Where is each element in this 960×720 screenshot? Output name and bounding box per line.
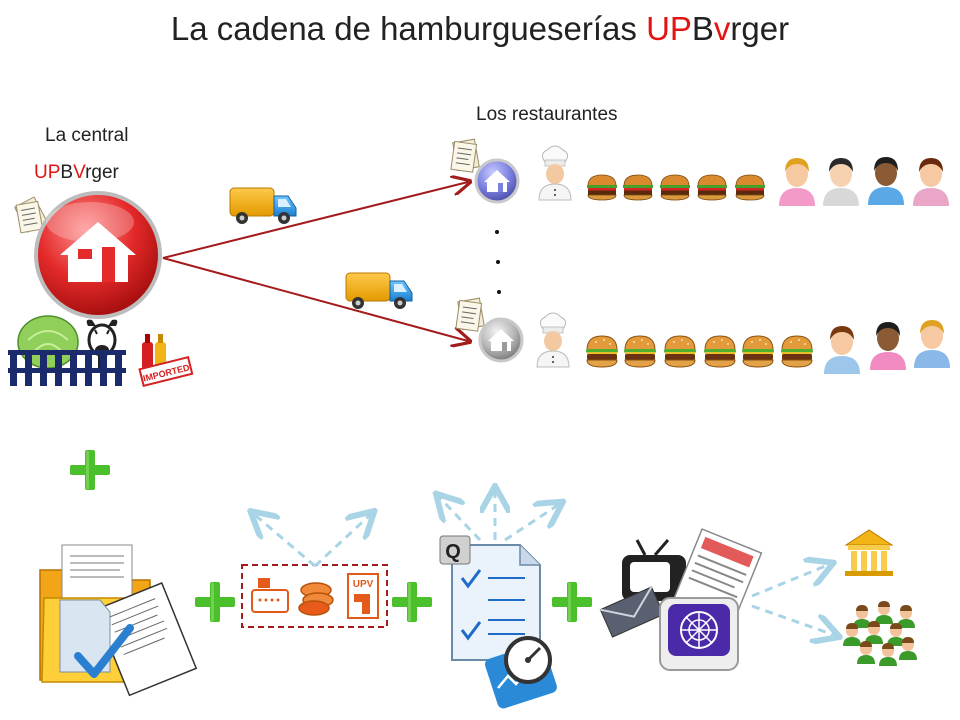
central-label: La central — [45, 125, 129, 146]
bank-icon — [844, 529, 894, 576]
ellipsis-dot — [497, 290, 501, 294]
restaurants-label: Los restaurantes — [476, 104, 618, 125]
burger-icon — [780, 335, 814, 368]
folder-documents-icon — [39, 544, 198, 697]
customer-icon — [913, 158, 949, 206]
dashed-arrow — [751, 565, 828, 598]
burger-icon — [585, 335, 619, 368]
chef-icon — [538, 145, 572, 201]
customer-icon — [823, 158, 859, 206]
gauge-icon — [484, 636, 557, 709]
dashed-arrow — [255, 515, 316, 568]
central-brand-label: UPBVrger — [34, 162, 119, 183]
burger-icon — [696, 174, 728, 201]
burger-icon — [734, 174, 766, 201]
central-house-icon — [34, 191, 162, 319]
plus-icon — [552, 582, 592, 622]
coins-icon — [298, 582, 334, 616]
ellipsis-dot — [496, 260, 500, 264]
supply-arrow-bottom — [162, 257, 468, 341]
plus-icon — [70, 450, 110, 490]
svg-text:UPV: UPV — [353, 579, 374, 590]
web-icon — [659, 597, 739, 671]
burger-icon — [741, 335, 775, 368]
document-icon — [448, 135, 484, 174]
burger-icon — [703, 335, 737, 368]
supply-arrow-top — [162, 182, 468, 259]
burger-icon — [586, 174, 618, 201]
chef-icon — [536, 312, 570, 368]
envelope-icon — [599, 586, 665, 638]
dashed-arrow — [504, 505, 558, 542]
customer-icon — [870, 322, 906, 370]
dashed-arrow — [313, 515, 370, 568]
customer-icon — [868, 157, 904, 205]
plus-icon — [195, 582, 235, 622]
fence-icon — [8, 350, 126, 386]
svg-text:Q: Q — [445, 541, 461, 563]
restaurant-house-icon — [478, 317, 524, 363]
burger-icon — [622, 174, 654, 201]
checklist-icon — [451, 544, 541, 661]
people-group-icon — [843, 601, 917, 666]
customer-icon — [824, 326, 860, 374]
tv-icon — [622, 539, 686, 601]
cash-register-icon — [251, 578, 289, 613]
quality-badge: Q — [439, 535, 471, 565]
upv-logo: UPV — [347, 573, 379, 619]
plus-icon — [392, 582, 432, 622]
truck-icon — [345, 272, 413, 310]
page-title: La cadena de hamburgueserías UPBvrger — [170, 10, 790, 47]
ellipsis-dot — [495, 230, 499, 234]
burger-icon — [663, 335, 697, 368]
dashed-arrow — [440, 498, 482, 542]
customer-icon — [779, 158, 815, 206]
customer-icon — [914, 320, 950, 368]
dashed-arrow — [751, 604, 834, 635]
burger-icon — [659, 174, 691, 201]
restaurant-house-icon — [474, 158, 520, 204]
truck-icon — [229, 187, 297, 225]
burger-icon — [623, 335, 657, 368]
